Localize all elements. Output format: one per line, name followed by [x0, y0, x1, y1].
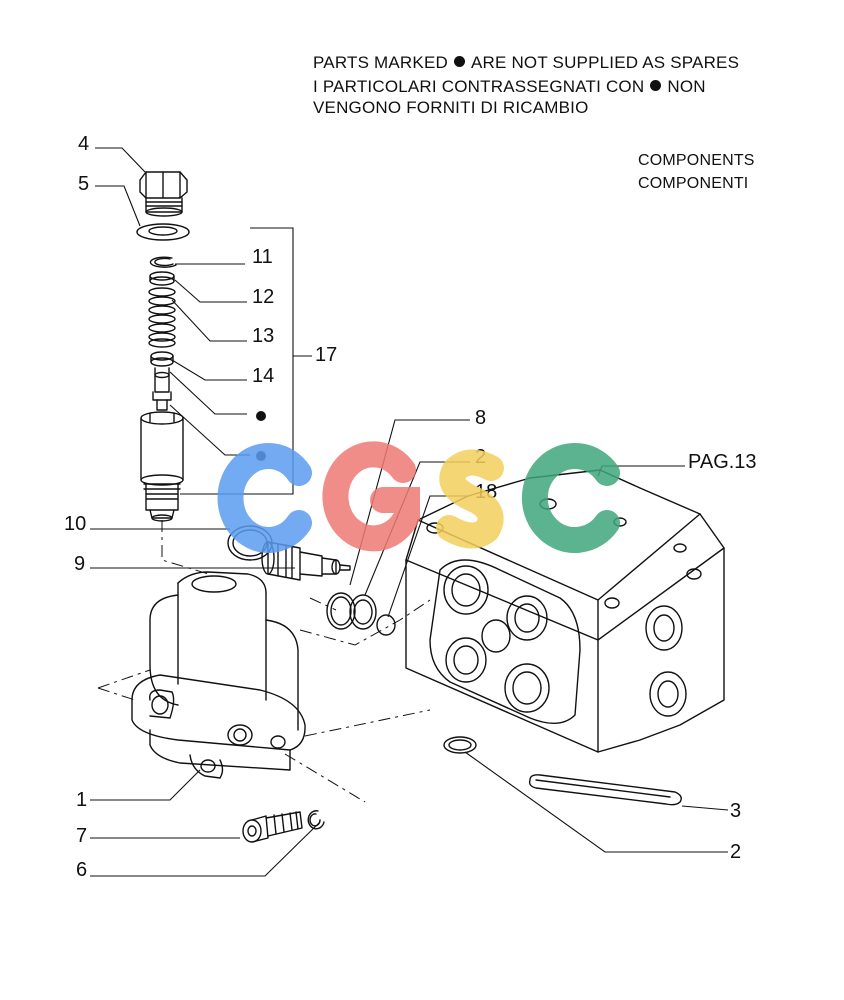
callout-17: 17: [315, 344, 337, 366]
part-8-ring: [326, 592, 356, 630]
part-11-snap-ring: [149, 256, 177, 268]
part-5-washer: [136, 223, 190, 241]
main-valve-body: [405, 469, 725, 753]
callout-1: 1: [76, 789, 87, 811]
callout-13: 13: [252, 325, 274, 347]
bullet-dot-icon: [453, 56, 465, 67]
note-not-supplied-it-cont: VENGONO FORNITI DI RICAMBIO: [313, 97, 589, 118]
callout-18: 18: [475, 481, 497, 503]
part-2-ring-lower: [443, 736, 477, 754]
note-line2-suffix: NON: [667, 77, 706, 96]
valve-sleeve: [140, 411, 184, 522]
part-12-spring-seat: [149, 271, 175, 286]
components-label-en: COMPONENTS: [638, 152, 755, 169]
callout-10: 10: [64, 513, 86, 535]
callout-2-upper: 2: [475, 446, 486, 468]
bullet-dot-icon: [650, 80, 662, 91]
callout-11: 11: [252, 246, 273, 268]
part-13-spring: [148, 287, 176, 348]
not-supplied-marker-2: [256, 451, 266, 461]
part-3-gasket: [528, 774, 682, 806]
note-line2-prefix: I PARTICOLARI CONTRASSEGNATI CON: [313, 77, 645, 96]
leader-lines: [90, 147, 729, 877]
callout-8: 8: [475, 407, 486, 429]
callout-6: 6: [76, 859, 87, 881]
callout-14: 14: [252, 365, 274, 387]
alignment-lines: [97, 520, 431, 803]
note-line1-prefix: PARTS MARKED: [313, 53, 448, 72]
part-2-ring-upper: [349, 594, 377, 630]
callout-5: 5: [78, 173, 89, 195]
callout-2-lower: 2: [730, 841, 741, 863]
part-1-housing: [131, 571, 306, 779]
spool: [152, 367, 172, 411]
part-14-seat: [150, 351, 174, 367]
callout-7: 7: [76, 825, 87, 847]
callout-4: 4: [78, 133, 89, 155]
part-18-ring: [376, 614, 396, 636]
note-not-supplied-it: I PARTICOLARI CONTRASSEGNATI CON NON: [313, 76, 706, 97]
components-label-it: COMPONENTI: [638, 175, 749, 192]
part-4-hex-plug: [139, 171, 188, 217]
part-9-cartridge: [261, 541, 351, 581]
callout-3: 3: [730, 800, 741, 822]
note-not-supplied-en: PARTS MARKED ARE NOT SUPPLIED AS SPARES: [313, 52, 739, 73]
note-line3: VENGONO FORNITI DI RICAMBIO: [313, 98, 589, 117]
page-ref-label: PAG.13: [688, 451, 757, 473]
part-7-bolt: [242, 811, 303, 843]
not-supplied-marker-1: [256, 411, 266, 421]
callout-9: 9: [74, 553, 85, 575]
note-line1-suffix: ARE NOT SUPPLIED AS SPARES: [470, 53, 740, 72]
callout-12: 12: [252, 286, 274, 308]
